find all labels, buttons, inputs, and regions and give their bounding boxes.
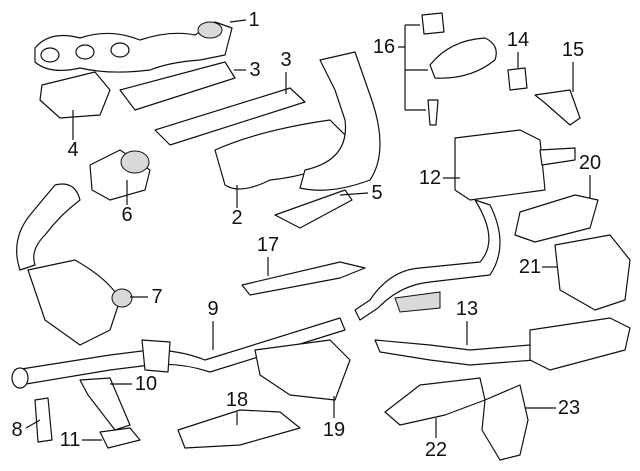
callout-6: 6 xyxy=(121,204,133,226)
callout-1: 1 xyxy=(248,9,260,31)
callout-20: 20 xyxy=(578,152,602,174)
part-3-gasket-a xyxy=(119,61,236,111)
part-11-bracket xyxy=(99,427,141,449)
callout-2: 2 xyxy=(231,207,243,229)
callout-19: 19 xyxy=(322,419,346,441)
callout-22: 22 xyxy=(424,439,448,461)
part-7-front-pipe xyxy=(16,183,133,346)
callout-16: 16 xyxy=(372,36,396,58)
leader-lines xyxy=(25,19,591,441)
part-21-heat-shield xyxy=(554,234,631,311)
callout-3-gasket-b: 3 xyxy=(280,49,292,71)
callout-5: 5 xyxy=(371,182,383,204)
part-8-hanger xyxy=(34,397,53,443)
part-13-rear-pipe xyxy=(374,317,631,371)
part-3-gasket-b xyxy=(154,87,306,146)
part-22-heat-shield xyxy=(384,377,486,426)
callout-4: 4 xyxy=(67,139,79,161)
part-5-bracket xyxy=(274,189,353,229)
callout-17: 17 xyxy=(256,234,280,256)
callout-10: 10 xyxy=(134,373,158,395)
part-14-hanger xyxy=(507,67,528,91)
callout-23: 23 xyxy=(557,397,581,419)
callout-3-gasket: 3 xyxy=(249,59,261,81)
part-18-heat-shield xyxy=(177,409,301,449)
part-16-tip xyxy=(429,37,497,79)
part-16-clip xyxy=(421,12,445,35)
callout-18: 18 xyxy=(225,389,249,411)
part-17-heat-shield xyxy=(241,261,366,296)
part-6-converter xyxy=(89,149,151,201)
part-16-bolt xyxy=(427,99,439,126)
callout-15: 15 xyxy=(561,39,585,61)
part-23-heat-shield xyxy=(481,384,529,461)
part-9-intermediate-pipe xyxy=(11,317,346,389)
part-20-heat-shield xyxy=(514,194,599,243)
callout-14: 14 xyxy=(506,29,530,51)
callout-13: 13 xyxy=(455,298,479,320)
callout-8: 8 xyxy=(11,419,23,441)
callout-12: 12 xyxy=(418,167,442,189)
part-15-bracket xyxy=(534,89,581,126)
callout-7: 7 xyxy=(151,286,163,308)
part-10-bracket xyxy=(79,377,131,431)
part-1-manifold xyxy=(34,21,233,73)
callout-11: 11 xyxy=(59,429,81,451)
callout-21: 21 xyxy=(518,256,542,278)
part-12-rear-muffler xyxy=(354,129,576,321)
part-4-heat-shield xyxy=(39,71,111,119)
callout-9: 9 xyxy=(207,298,219,320)
part-2-manifold xyxy=(214,51,381,191)
part-19-heat-shield xyxy=(254,339,351,401)
